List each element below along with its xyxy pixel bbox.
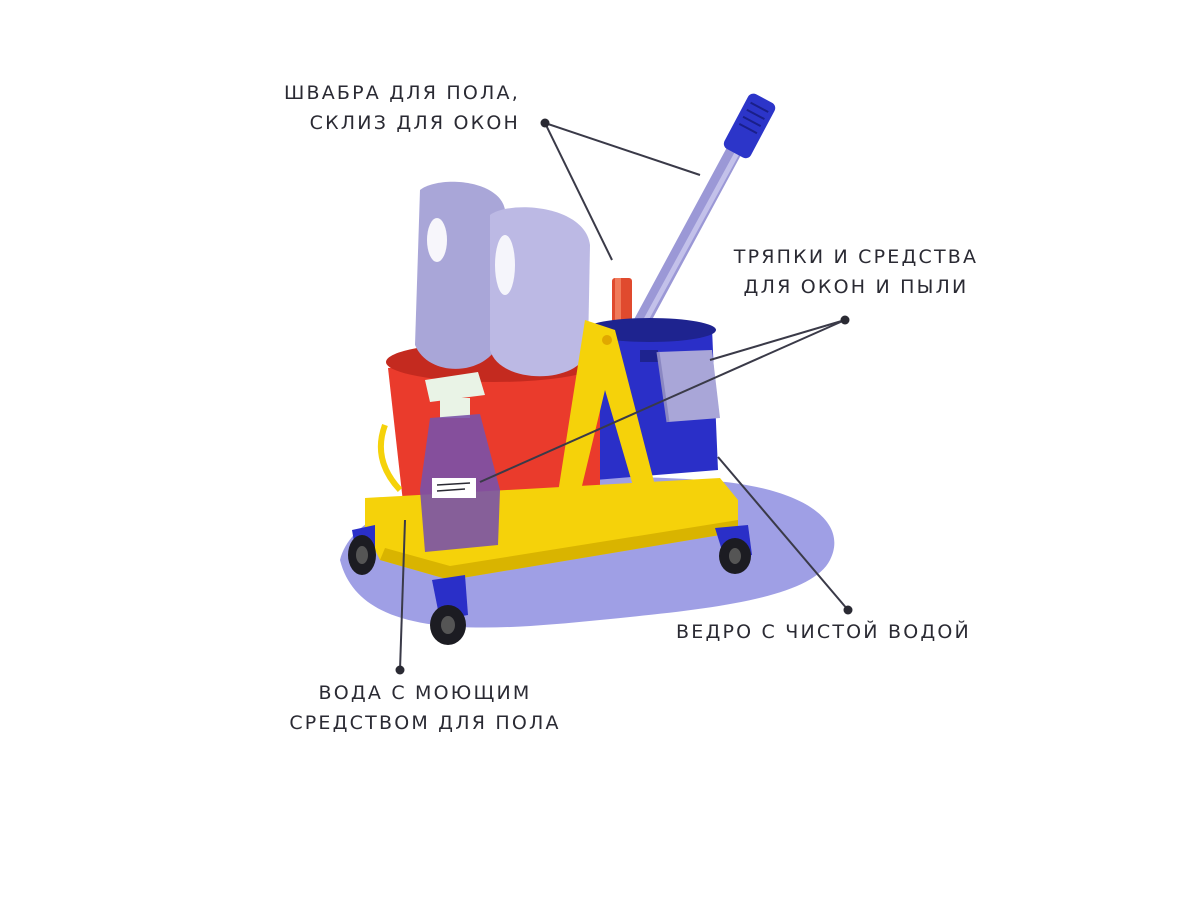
label-soap-water-line2: СРЕДСТВОМ ДЛЯ ПОЛА [289, 712, 561, 734]
label-clean-bucket: ВЕДРО С ЧИСТОЙ ВОДОЙ [676, 617, 971, 647]
label-clean-bucket-line1: ВЕДРО С ЧИСТОЙ ВОДОЙ [676, 621, 971, 643]
leader-lines [399, 122, 849, 671]
rag [656, 350, 720, 423]
label-rags-line1: ТРЯПКИ И СРЕДСТВА [733, 246, 979, 268]
wheel-icon [348, 525, 376, 575]
label-mop-line1: ШВАБРА ДЛЯ ПОЛА, [283, 82, 520, 104]
leader-dots [395, 118, 853, 675]
label-rags: ТРЯПКИ И СРЕДСТВА ДЛЯ ОКОН И ПЫЛИ [722, 242, 990, 302]
spray-bottle [420, 372, 500, 552]
wheel-icon [430, 575, 468, 645]
label-soap-water: ВОДА С МОЮЩИМ СРЕДСТВОМ ДЛЯ ПОЛА [270, 678, 580, 738]
mop-handle [624, 93, 776, 348]
mop-wringer [415, 181, 590, 377]
wheel-icon [715, 525, 752, 574]
label-soap-water-line1: ВОДА С МОЮЩИМ [318, 682, 532, 704]
label-rags-line2: ДЛЯ ОКОН И ПЫЛИ [743, 276, 969, 298]
label-mop: ШВАБРА ДЛЯ ПОЛА, СКЛИЗ ДЛЯ ОКОН [284, 78, 520, 138]
label-mop-line2: СКЛИЗ ДЛЯ ОКОН [309, 112, 520, 134]
